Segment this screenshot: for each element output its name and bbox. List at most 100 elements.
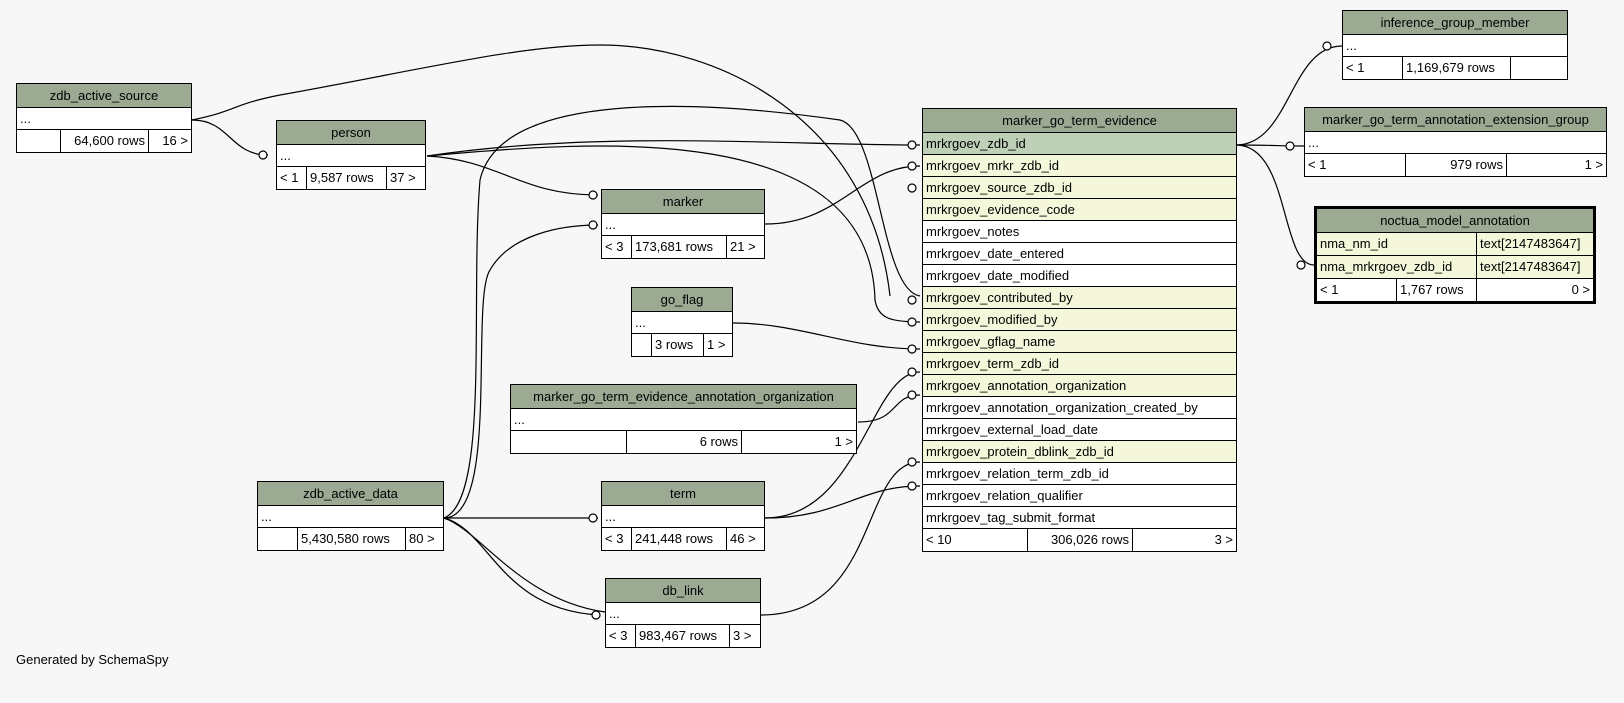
table-title: noctua_model_annotation [1317, 209, 1593, 233]
ellipsis-row: ... [632, 312, 732, 334]
table-footer: < 10 306,026 rows 3 > [923, 529, 1236, 551]
footer-rows: 1,767 rows [1397, 279, 1477, 301]
footer-parents [17, 130, 61, 152]
footer-parents [258, 528, 298, 550]
footer-children: 3 > [1214, 532, 1233, 547]
footer-children: 1 > [834, 434, 853, 449]
table-title: zdb_active_source [17, 84, 191, 108]
ellipsis-row: ... [1343, 35, 1567, 57]
footer-rows: 3 rows [652, 334, 704, 356]
footer-rows: 64,600 rows [61, 130, 149, 152]
column-row: mrkrgoev_notes [923, 221, 1236, 243]
table-title: marker_go_term_evidence [923, 109, 1236, 133]
edge-person-mgte-zdbid [426, 140, 921, 157]
table-title: marker_go_term_annotation_extension_grou… [1305, 108, 1606, 132]
table-footer: < 1 979 rows 1 > [1305, 154, 1606, 176]
edge-term-relation [764, 485, 921, 519]
footer-children: 3 > [733, 628, 752, 643]
table-title: marker [602, 190, 764, 214]
edge-source-person [191, 119, 269, 156]
table-db-link[interactable]: db_link ... < 3 983,467 rows 3 > [605, 578, 761, 648]
footer-parents [632, 334, 652, 356]
footer-parents: < 3 [602, 236, 632, 258]
table-title: db_link [606, 579, 760, 603]
edge-data-dblink [443, 517, 601, 616]
table-zdb-active-source[interactable]: zdb_active_source ... 64,600 rows 16 > [16, 83, 192, 153]
ellipsis-row: ... [1305, 132, 1606, 154]
column-row: mrkrgoev_annotation_organization_created… [923, 397, 1236, 419]
table-inference-group-member[interactable]: inference_group_member ... < 1 1,169,679… [1342, 10, 1568, 80]
table-person[interactable]: person ... < 1 9,587 rows 37 > [276, 120, 426, 190]
footer-parents: < 3 [606, 625, 636, 647]
ellipsis-row: ... [277, 145, 425, 167]
table-footer: < 1 1,767 rows 0 > [1317, 279, 1593, 301]
table-title: go_flag [632, 288, 732, 312]
footer-rows: 173,681 rows [632, 236, 727, 258]
footer-children: 1 > [1584, 157, 1603, 172]
edge-end-circle [907, 344, 917, 354]
ellipsis-row: ... [606, 603, 760, 625]
edge-end-circle [258, 150, 268, 160]
table-noctua-model-annotation[interactable]: noctua_model_annotation nma_nm_id text[2… [1314, 206, 1596, 304]
edge-end-circle [907, 295, 917, 305]
footer-rows: 306,026 rows [1028, 529, 1133, 551]
footer-children: 46 > [730, 531, 756, 546]
footer-parents: < 1 [1317, 279, 1397, 301]
footer-children: 0 > [1571, 282, 1590, 297]
footer-parents: < 1 [1305, 154, 1406, 176]
table-go-flag[interactable]: go_flag ... 3 rows 1 > [631, 287, 733, 357]
edge-end-circle [907, 183, 917, 193]
column-row-fk: mrkrgoev_protein_dblink_zdb_id [923, 441, 1236, 463]
edge-end-circle [1285, 141, 1295, 151]
table-footer: 6 rows 1 > [511, 431, 856, 453]
footer-rows: 1,169,679 rows [1403, 57, 1511, 79]
column-name: nma_nm_id [1317, 233, 1477, 255]
edge-marker-mgte [764, 165, 921, 225]
column-row-fk: mrkrgoev_mrkr_zdb_id [923, 155, 1236, 177]
footer-children: 80 > [409, 531, 435, 546]
column-row-pk: mrkrgoev_zdb_id [923, 133, 1236, 155]
ellipsis-row: ... [511, 409, 856, 431]
edge-end-circle [588, 190, 598, 200]
column-name: nma_mrkrgoev_zdb_id [1317, 256, 1477, 278]
footer-children: 1 > [707, 337, 726, 352]
table-footer: < 1 1,169,679 rows [1343, 57, 1567, 79]
ellipsis-row: ... [602, 506, 764, 528]
edge-end-circle [907, 140, 917, 150]
column-row: mrkrgoev_relation_qualifier [923, 485, 1236, 507]
table-title: inference_group_member [1343, 11, 1567, 35]
edge-end-circle [1322, 41, 1332, 51]
table-footer: 64,600 rows 16 > [17, 130, 191, 152]
column-row-fk: mrkrgoev_contributed_by [923, 287, 1236, 309]
footer-children: 16 > [162, 133, 188, 148]
edge-end-circle [907, 161, 917, 171]
table-mgt-annotation-extension-group[interactable]: marker_go_term_annotation_extension_grou… [1304, 107, 1607, 177]
edge-end-circle [591, 610, 601, 620]
edge-goflag-mgte [732, 322, 921, 350]
footer-parents [511, 431, 627, 453]
table-footer: 5,430,580 rows 80 > [258, 528, 443, 550]
column-row: mrkrgoev_date_entered [923, 243, 1236, 265]
table-term[interactable]: term ... < 3 241,448 rows 46 > [601, 481, 765, 551]
column-row: mrkrgoev_date_modified [923, 265, 1236, 287]
table-footer: < 1 9,587 rows 37 > [277, 167, 425, 189]
table-footer: < 3 983,467 rows 3 > [606, 625, 760, 647]
column-type: text[2147483647] [1480, 236, 1581, 251]
table-mgte-annotation-organization[interactable]: marker_go_term_evidence_annotation_organ… [510, 384, 857, 454]
table-zdb-active-data[interactable]: zdb_active_data ... 5,430,580 rows 80 > [257, 481, 444, 551]
table-title: zdb_active_data [258, 482, 443, 506]
footer-rows: 6 rows [627, 431, 742, 453]
footer-rows: 5,430,580 rows [298, 528, 406, 550]
footer-parents: < 10 [923, 529, 1028, 551]
column-row-fk: mrkrgoev_annotation_organization [923, 375, 1236, 397]
table-footer: < 3 173,681 rows 21 > [602, 236, 764, 258]
edge-mgte-noctua [1235, 144, 1315, 266]
footer-children: 21 > [730, 239, 756, 254]
table-marker-go-term-evidence[interactable]: marker_go_term_evidence mrkrgoev_zdb_id … [922, 108, 1237, 552]
edge-end-circle [907, 481, 917, 491]
footer-rows: 979 rows [1406, 154, 1507, 176]
table-marker[interactable]: marker ... < 3 173,681 rows 21 > [601, 189, 765, 259]
edge-mgte-mgtaeg [1235, 144, 1305, 147]
footer-children [1511, 57, 1567, 79]
